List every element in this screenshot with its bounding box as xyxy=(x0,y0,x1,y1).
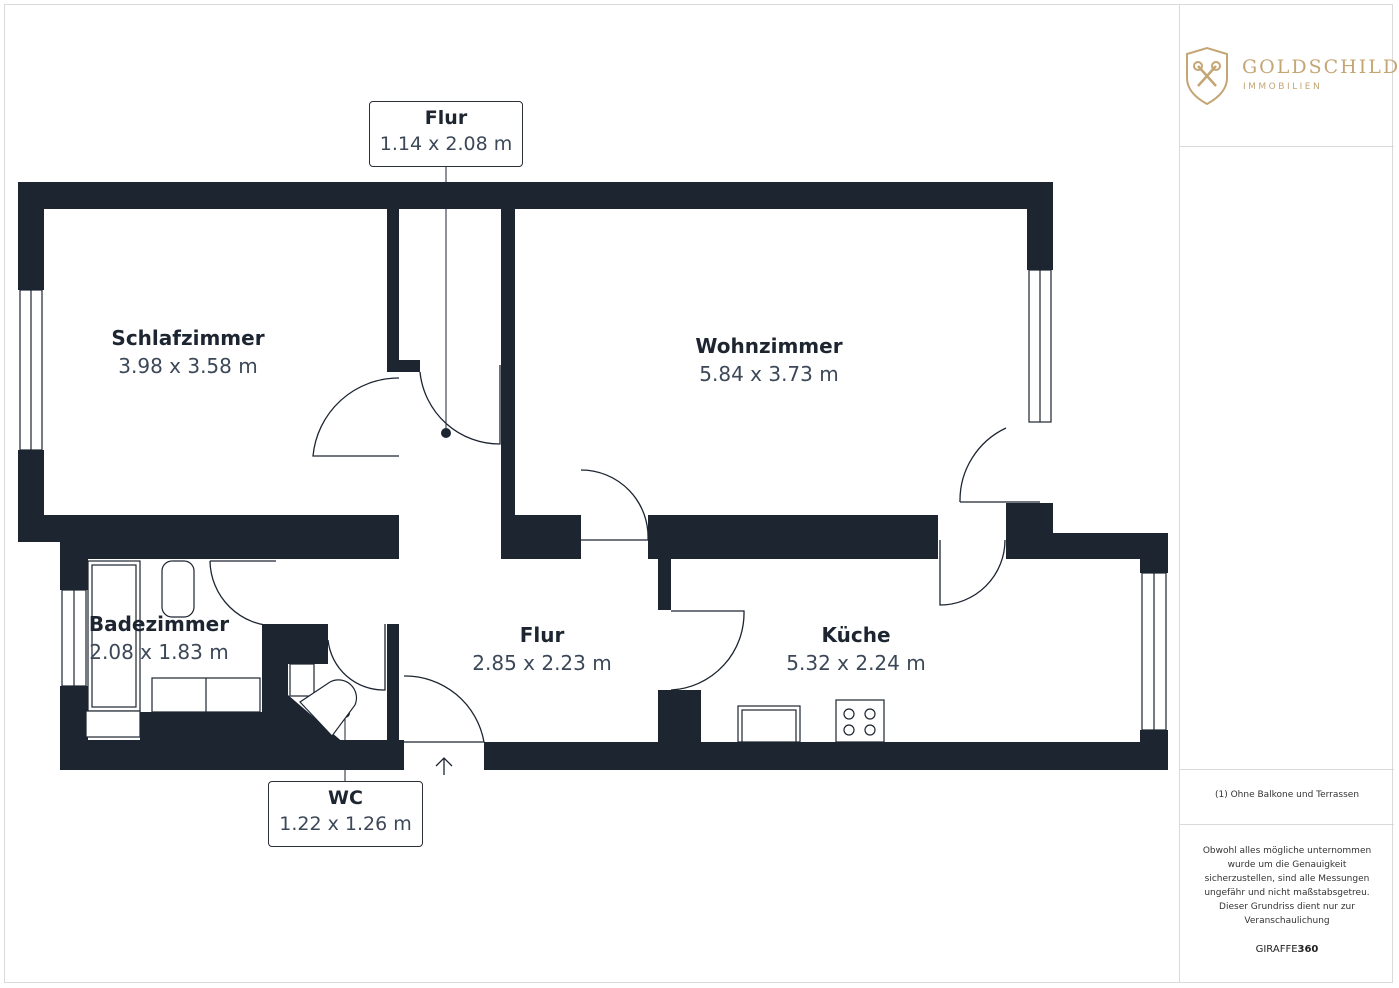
sidebar-divider xyxy=(1180,769,1394,770)
callout-flur-name: Flur xyxy=(424,107,468,129)
windows xyxy=(19,269,1167,731)
callout-wc-name: WC xyxy=(328,787,363,809)
callout-flur-dims: 1.14 x 2.08 m xyxy=(379,133,513,155)
walls xyxy=(18,182,1168,770)
room-name-flur: Flur xyxy=(520,623,565,647)
doors xyxy=(209,365,1040,743)
disclaimer: Obwohl alles mögliche unternommen wurde … xyxy=(1202,846,1372,926)
brand-part-a: GIRAFFE xyxy=(1255,944,1298,955)
logo-subtitle: IMMOBILIEN xyxy=(1243,82,1323,92)
toilet xyxy=(161,560,195,618)
room-name-schlafzimmer: Schlafzimmer xyxy=(111,326,264,350)
fixtures xyxy=(85,560,885,743)
callout-wc-dims: 1.22 x 1.26 m xyxy=(279,813,412,835)
sidebar: GOLDSCHILD IMMOBILIEN (1) Ohne Balkone u… xyxy=(1179,4,1398,983)
callout-flur: Flur 1.14 x 2.08 m xyxy=(369,101,523,167)
callout-wc: WC 1.22 x 1.26 m xyxy=(268,781,423,847)
room-dims-schlafzimmer: 3.98 x 3.58 m xyxy=(118,354,257,378)
brand-label: GIRAFFE360 xyxy=(1180,944,1394,955)
room-name-badezimmer: Badezimmer xyxy=(89,612,229,636)
wc-toilet xyxy=(299,679,358,737)
sidebar-divider xyxy=(1180,146,1394,147)
footnote: (1) Ohne Balkone und Terrassen xyxy=(1214,790,1360,800)
room-dims-badezimmer: 2.08 x 1.83 m xyxy=(89,640,228,664)
stove xyxy=(835,699,885,743)
shield-logo-icon xyxy=(1186,46,1228,106)
room-name-wohnzimmer: Wohnzimmer xyxy=(695,334,842,358)
floor-plan: Schlafzimmer 3.98 x 3.58 m Wohnzimmer 5.… xyxy=(18,166,1168,782)
room-dims-flur: 2.85 x 2.23 m xyxy=(472,651,611,675)
wc-sink xyxy=(289,663,315,697)
room-name-kueche: Küche xyxy=(821,623,890,647)
page-frame xyxy=(4,4,1393,983)
brand-part-b: 360 xyxy=(1297,944,1319,955)
sidebar-divider xyxy=(1180,824,1394,825)
room-dims-kueche: 5.32 x 2.24 m xyxy=(786,651,925,675)
logo-name: GOLDSCHILD xyxy=(1242,56,1399,78)
room-dims-wohnzimmer: 5.84 x 3.73 m xyxy=(699,362,838,386)
